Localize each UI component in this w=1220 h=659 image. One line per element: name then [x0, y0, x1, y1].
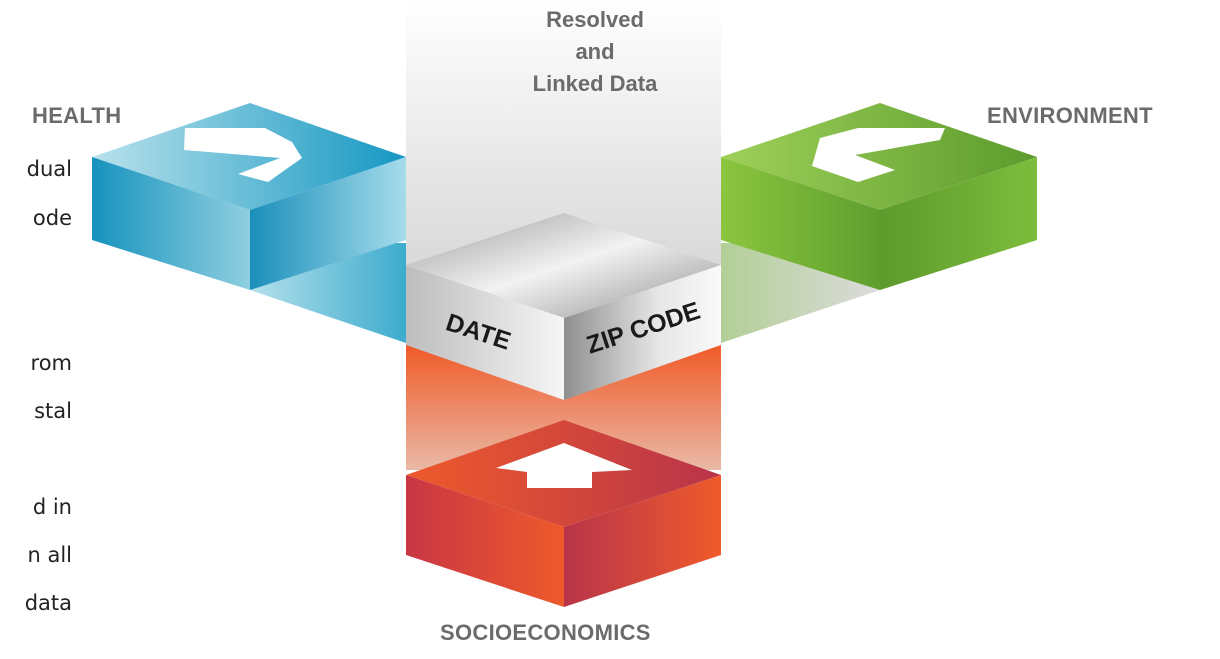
- left-text-fragment: ode: [32, 206, 72, 230]
- environment-label: ENVIRONMENT: [987, 103, 1153, 128]
- health-label: HEALTH: [32, 103, 122, 128]
- environment-arrow-icon: [812, 128, 945, 182]
- center-title-line: Linked Data: [532, 71, 658, 96]
- health-block: [92, 103, 406, 290]
- left-text-fragment: data: [24, 591, 72, 615]
- environment-block: [721, 103, 1037, 290]
- left-text-fragment: dual: [26, 157, 72, 181]
- left-text-fragment: d in: [32, 495, 72, 519]
- center-title-line: and: [575, 39, 615, 64]
- health-arrow-icon: [184, 128, 302, 182]
- left-text-fragment: n all: [27, 543, 72, 567]
- socioeconomics-label: SOCIOECONOMICS: [440, 620, 651, 645]
- center-title-line: Resolved: [546, 7, 644, 32]
- center-title: Resolved and Linked Data: [470, 4, 720, 100]
- left-text-fragment: stal: [34, 399, 72, 423]
- socioeconomics-arrow-icon: [496, 443, 632, 488]
- left-text-fragment: rom: [30, 351, 72, 375]
- center-block: [406, 213, 721, 400]
